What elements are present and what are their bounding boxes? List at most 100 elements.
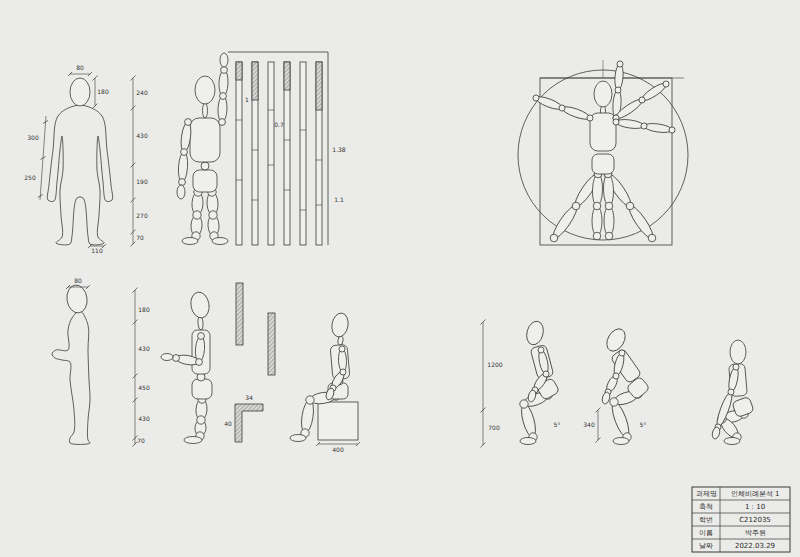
pelvis — [193, 170, 217, 192]
dimension-tick — [131, 106, 136, 111]
title-block-cell: 축척 — [699, 503, 713, 510]
title-block-cell: 학번 — [699, 516, 713, 523]
dimension-line — [598, 410, 599, 440]
dimension-label: 70 — [137, 438, 145, 444]
dimension-tick — [86, 285, 90, 289]
limb-segment — [604, 171, 634, 209]
foot — [724, 438, 740, 445]
limb-segment — [714, 391, 734, 429]
limb-segment — [626, 203, 656, 241]
rod-mark — [268, 110, 274, 111]
pelvis — [592, 154, 614, 174]
dimension-line — [95, 78, 96, 106]
joint — [605, 232, 613, 240]
title-block-cell: 2022.03.29 — [735, 542, 775, 549]
dimension-label: 430 — [138, 416, 149, 422]
dimension-tick — [68, 72, 72, 76]
joint — [593, 202, 601, 210]
dimension-line — [133, 78, 134, 244]
dimension-label: 80 — [76, 65, 84, 71]
dimension-tick — [38, 195, 43, 198]
title-block — [692, 487, 790, 552]
foot — [212, 238, 228, 245]
limb-segment — [178, 152, 189, 183]
dimension-label: 0.7 — [274, 122, 284, 128]
squat-figures — [481, 319, 755, 447]
dimension-label: 1 — [245, 97, 249, 103]
rod-mark — [268, 165, 274, 166]
dimension-label: 700 — [488, 425, 499, 431]
dimension-tick — [131, 230, 136, 235]
hand — [177, 185, 185, 199]
joint — [197, 416, 205, 424]
dimension-label: 300 — [27, 135, 38, 141]
dimension-tick — [133, 442, 138, 447]
squat-mannequin — [711, 340, 754, 445]
title-block-rule — [720, 487, 721, 552]
hatched-l-shape — [235, 404, 263, 442]
limb-segment — [330, 370, 347, 390]
joint — [605, 202, 613, 210]
limb-segment — [592, 174, 603, 206]
hatched-bar — [268, 313, 275, 375]
body-outline — [52, 311, 90, 444]
joint — [615, 87, 621, 93]
joint — [728, 389, 734, 395]
dimension-label: 5° — [554, 422, 561, 428]
dimension-label: 450 — [138, 385, 149, 391]
joint — [613, 119, 619, 125]
side-mannequin — [161, 291, 212, 444]
rod-mark — [252, 200, 258, 201]
foot — [290, 435, 306, 442]
dimension-line — [90, 246, 104, 247]
dimension-line — [318, 444, 358, 445]
hand — [220, 53, 228, 67]
joint — [340, 369, 346, 375]
rod-mark — [300, 130, 306, 131]
dimension-tick — [133, 374, 138, 379]
joint — [610, 398, 618, 406]
joint — [196, 359, 203, 366]
joint — [179, 179, 186, 186]
chest — [610, 348, 641, 383]
joint — [533, 95, 539, 101]
limb-segment — [300, 399, 316, 434]
title-block-rule — [692, 513, 790, 514]
joint — [617, 61, 623, 67]
dimension-label: 190 — [136, 179, 147, 185]
hand — [527, 389, 537, 402]
proportion-square — [540, 78, 672, 245]
seated-mannequin — [290, 312, 360, 446]
foot — [184, 437, 202, 444]
rod-hatch — [236, 62, 242, 80]
joint — [626, 202, 634, 210]
joint — [619, 350, 625, 356]
rod-mark — [316, 160, 322, 161]
limb-segment — [592, 206, 602, 236]
joint — [641, 123, 647, 129]
title-block-rule — [692, 539, 790, 540]
rod-mark — [300, 210, 306, 211]
title-block-rule — [692, 500, 790, 501]
dimension-tick — [596, 408, 601, 413]
chest — [192, 330, 210, 374]
joint — [220, 93, 227, 100]
dimension-label: 180 — [97, 89, 108, 95]
hatched-bar — [236, 283, 243, 345]
dimension-tick — [131, 163, 136, 168]
limb-segment — [537, 349, 550, 375]
rod — [316, 62, 322, 245]
title-block-cell: 이름 — [699, 529, 713, 536]
head — [603, 326, 629, 355]
title-block-cell: 날짜 — [699, 542, 713, 549]
dimension-label: 270 — [136, 213, 147, 219]
dimension-tick — [43, 121, 48, 124]
joint — [198, 333, 205, 340]
limb-segment — [603, 174, 614, 206]
rod-mark — [236, 180, 242, 181]
rod — [252, 62, 258, 245]
dimension-line — [70, 74, 90, 75]
dimension-tick — [66, 285, 70, 289]
limb-segment — [532, 372, 550, 393]
limb-segment — [203, 103, 208, 118]
